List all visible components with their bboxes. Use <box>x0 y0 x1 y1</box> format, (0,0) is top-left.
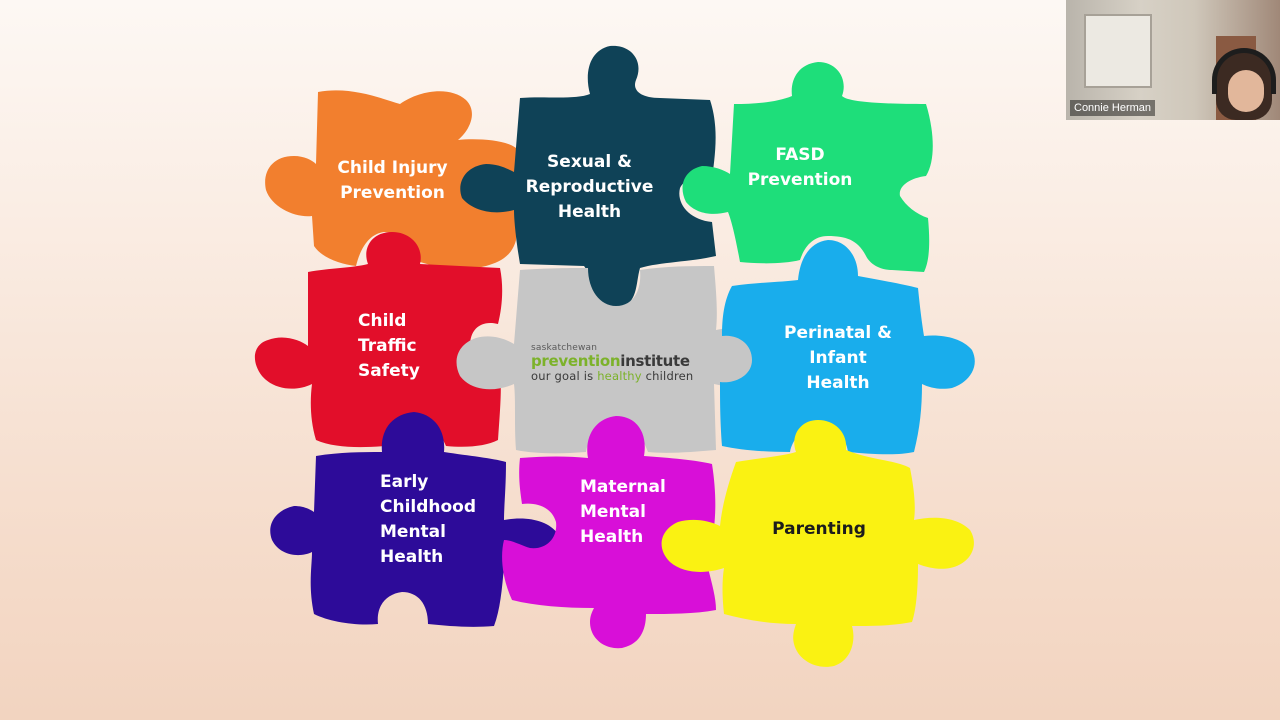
puzzle-piece-sexual-health <box>460 45 716 309</box>
logo-main-prevention: prevention <box>531 352 621 370</box>
puzzle-piece-maternal <box>502 416 716 649</box>
logo-main-institute: institute <box>620 352 690 370</box>
logo-main-text: preventioninstitute <box>531 353 701 369</box>
puzzle-piece-child-injury <box>265 90 518 269</box>
label-maternal: Maternal Mental Health <box>580 477 666 547</box>
puzzle-piece-parenting <box>661 420 974 667</box>
logo-tagline: our goal is healthy children <box>531 369 701 383</box>
puzzle-piece-child-traffic <box>254 232 503 448</box>
puzzle-piece-early-childhood <box>270 412 561 627</box>
logo-tag-c: children <box>641 369 694 383</box>
label-child-injury: Child Injury Prevention <box>337 158 448 203</box>
puzzle-piece-perinatal <box>720 240 975 455</box>
background-window <box>1084 14 1152 88</box>
label-perinatal: Perinatal & Infant Health <box>784 323 892 393</box>
puzzle-piece-fasd <box>682 62 933 272</box>
saskatchewan-prevention-institute-logo: saskatchewan preventioninstitute our goa… <box>531 343 701 383</box>
participant-video-tile[interactable]: Connie Herman <box>1066 0 1280 120</box>
logo-tag-b: healthy <box>597 369 642 383</box>
label-early-childhood: Early Childhood Mental Health <box>380 472 477 567</box>
headphones-icon <box>1212 48 1276 94</box>
label-child-traffic: Child Traffic Safety <box>358 311 420 381</box>
label-sexual-health: Sexual & Reproductive Health <box>525 152 654 222</box>
puzzle-piece-center <box>456 266 764 454</box>
logo-top-text: saskatchewan <box>531 343 598 353</box>
participant-name-label: Connie Herman <box>1070 100 1156 116</box>
label-parenting: Parenting <box>772 519 866 539</box>
logo-tag-a: our goal is <box>531 369 598 383</box>
label-fasd: FASD Prevention <box>747 145 853 190</box>
